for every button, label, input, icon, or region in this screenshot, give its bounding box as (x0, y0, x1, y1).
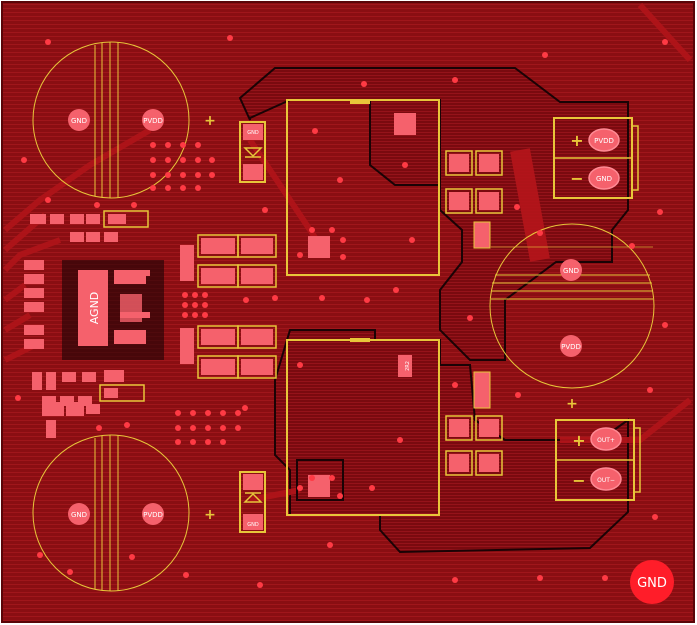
cap-pad-gnd (560, 259, 582, 281)
resistor-mid-label: 2R2 (405, 361, 411, 371)
cap-stack-top (180, 234, 277, 288)
connector-power-in: PVDD GND + − (553, 117, 639, 199)
diode-label: GND (247, 130, 259, 136)
connector-minus: − (572, 471, 585, 490)
cap-top-left: GND PVDD + (32, 41, 216, 199)
cap-pad-pvdd (142, 109, 164, 131)
connector-pad-out-neg (590, 467, 622, 491)
cap-bottom-left: GND PVDD + (32, 434, 216, 592)
cap-label-gnd: GND (71, 511, 87, 519)
connector-plus: + (572, 431, 585, 450)
inductor-bottom-mark (350, 338, 370, 342)
cap-stack-bottom (180, 325, 277, 379)
controller-ic: AGND (62, 260, 164, 360)
cap-pad-gnd (68, 109, 90, 131)
connector-pad-out-pos (590, 427, 622, 451)
connector-pad-gnd (588, 166, 620, 190)
connector-minus: − (570, 169, 583, 188)
connector-label-gnd: GND (596, 175, 612, 183)
smd-caps-right (445, 150, 503, 476)
connector-label-pvdd: PVDD (594, 137, 614, 145)
cap-label-pvdd: PVDD (561, 343, 581, 351)
cap-polarity-plus: + (566, 396, 578, 412)
diode-top: GND (239, 121, 266, 183)
cap-polarity-plus: + (204, 507, 216, 523)
inductor-top-mark (350, 100, 370, 104)
resistor-mid (398, 355, 412, 377)
inductor-top-pad (394, 113, 416, 135)
connector-pad-pvdd (588, 128, 620, 152)
cap-label-gnd: GND (563, 267, 579, 275)
cap-right: GND PVDD + (489, 223, 655, 412)
inductor-top-pad (308, 236, 330, 258)
connector-output: OUT+ OUT− + − (555, 419, 641, 501)
smd-small-parts (24, 210, 150, 438)
ic-agnd-label: AGND (88, 292, 101, 325)
connector-label-out-pos: OUT+ (597, 437, 615, 444)
cap-pad-gnd (68, 503, 90, 525)
cap-pad-pvdd (142, 503, 164, 525)
connector-label-out-neg: OUT− (597, 477, 615, 484)
inductor-bottom-keepout (296, 459, 344, 501)
cap-label-pvdd: PVDD (143, 511, 163, 519)
via-cluster (15, 35, 668, 588)
diode-label: GND (247, 522, 259, 528)
diode-bottom: GND (239, 471, 266, 533)
cap-polarity-plus: + (204, 113, 216, 129)
cap-pad-pvdd (560, 335, 582, 357)
connector-plus: + (570, 131, 583, 150)
cap-label-pvdd: PVDD (143, 117, 163, 125)
cap-label-gnd: GND (71, 117, 87, 125)
mounting-hole-gnd: GND (630, 560, 674, 604)
mount-gnd-label: GND (637, 576, 667, 591)
